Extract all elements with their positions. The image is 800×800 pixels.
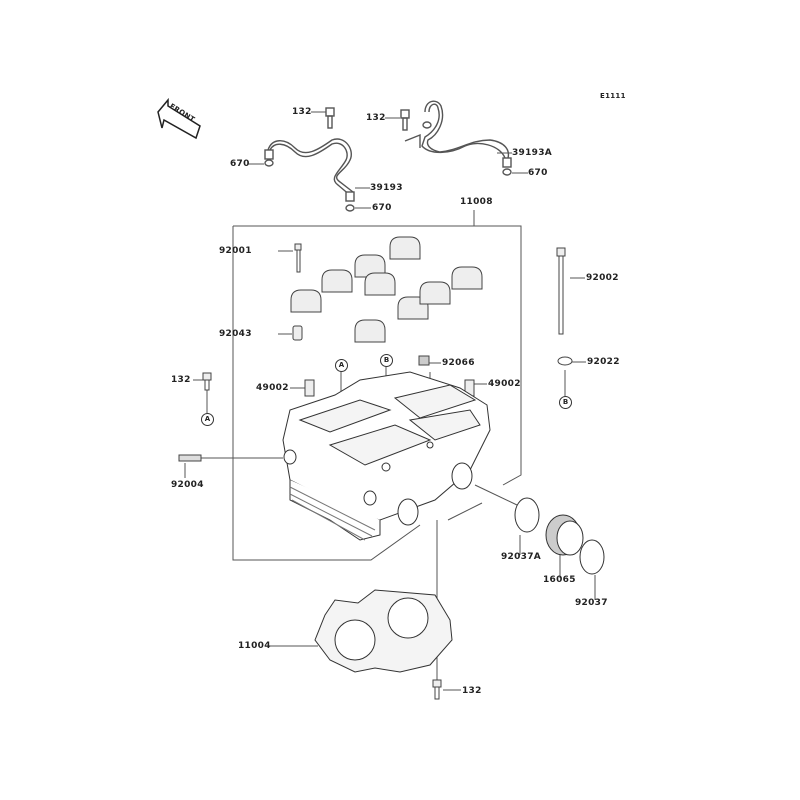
ref-a-marker: A [201,413,214,426]
front-arrow-icon [157,97,201,140]
label-92002: 92002 [586,273,619,283]
label-670: 670 [372,203,392,213]
label-132: 132 [292,107,312,117]
label-49002: 49002 [488,379,521,389]
label-16065: 16065 [543,575,576,585]
label-670: 670 [230,159,250,169]
label-92066: 92066 [442,358,475,368]
cylinder-head [282,371,491,541]
label-92043: 92043 [219,329,252,339]
label-49002: 49002 [256,383,289,393]
diagram-code: E1111 [600,92,626,100]
label-92004: 92004 [171,480,204,490]
label-92037a: 92037A [501,552,542,562]
oil-pipe-left [264,107,355,212]
label-670: 670 [528,168,548,178]
label-92037: 92037 [575,598,608,608]
camshaft-caps [290,236,483,343]
ref-a-marker: A [335,359,348,372]
label-92001: 92001 [219,246,252,256]
label-132: 132 [462,686,482,696]
label-39193a: 39193A [512,148,553,158]
label-11008: 11008 [460,197,493,207]
label-39193: 39193 [370,183,403,193]
oil-pipe-right [400,100,512,176]
label-132: 132 [171,375,191,385]
label-132: 132 [366,113,386,123]
ref-b-marker: B [380,354,393,367]
label-11004: 11004 [238,641,271,651]
head-gasket [314,589,453,673]
ref-b-marker: B [559,396,572,409]
carburetor-holder-parts [514,497,605,575]
label-92022: 92022 [587,357,620,367]
